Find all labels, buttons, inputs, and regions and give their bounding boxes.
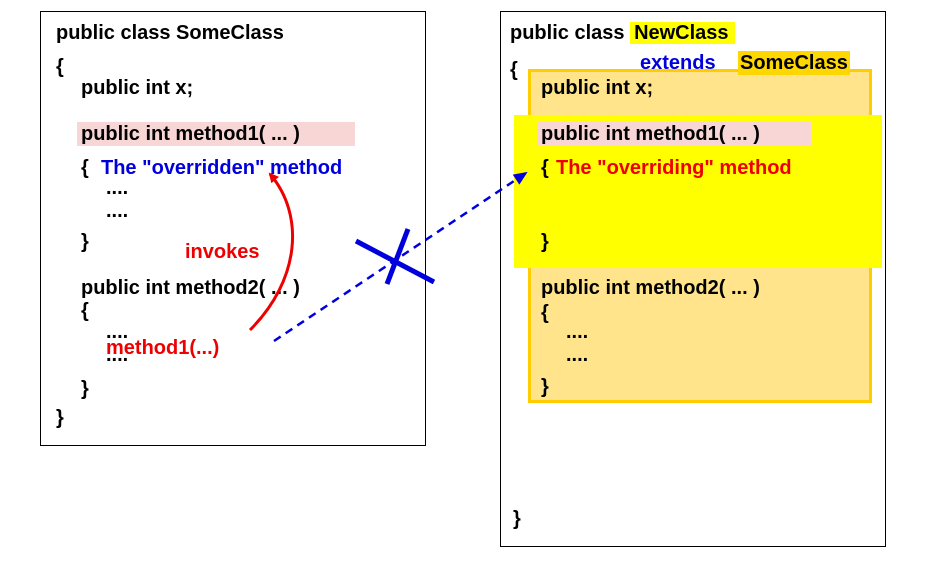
superclass-name: SomeClass <box>738 51 850 75</box>
someclass-method1-signature: public int method1( ... ) <box>77 122 355 146</box>
someclass-method1-dots-2: .... <box>106 200 129 222</box>
someclass-field-x: public int x; <box>81 77 194 99</box>
overridden-method-label: The "overridden" method <box>101 157 343 179</box>
invokes-arrow <box>248 172 295 332</box>
someclass-box <box>40 11 426 446</box>
newclass-method2-open-brace: { <box>541 302 549 324</box>
someclass-open-brace: { <box>56 56 64 78</box>
someclass-method2-close-brace: } <box>81 378 89 400</box>
newclass-declaration: public class NewClass <box>510 21 735 45</box>
someclass-method1-close-brace: } <box>81 231 89 253</box>
newclass-method1-close-brace: } <box>541 231 549 253</box>
newclass-method2-signature: public int method2( ... ) <box>541 277 760 299</box>
someclass-method2-dots-1: .... <box>106 321 129 343</box>
someclass-close-brace: } <box>56 407 64 429</box>
overriding-method-label: The "overriding" method <box>556 157 792 179</box>
someclass-declaration: public class SomeClass <box>56 22 284 44</box>
newclass-method2-close-brace: } <box>541 376 549 398</box>
newclass-field-x: public int x; <box>541 77 654 99</box>
newclass-close-brace: } <box>513 508 521 530</box>
extends-keyword: extends <box>640 52 716 74</box>
newclass-method1-open-brace: { <box>541 157 549 179</box>
cross-mark-stroke-2 <box>384 228 411 285</box>
method1-call: method1(...) <box>106 337 220 359</box>
invokes-label: invokes <box>185 241 260 263</box>
someclass-method2-open-brace: { <box>81 300 89 322</box>
newclass-open-brace: { <box>510 59 518 81</box>
dynamic-dispatch-arrow <box>273 171 528 343</box>
someclass-method1-dots-1: .... <box>106 177 129 199</box>
newclass-name: NewClass <box>630 22 735 44</box>
newclass-method2-dots-1: .... <box>566 321 589 343</box>
newclass-method2-dots-2: .... <box>566 344 589 366</box>
someclass-method1-open-brace: { <box>81 157 89 179</box>
someclass-method2-signature: public int method2( ... ) <box>81 277 300 299</box>
newclass-decl-prefix: public class <box>510 22 631 44</box>
someclass-method2-dots-2: .... <box>106 344 129 366</box>
newclass-method1-signature: public int method1( ... ) <box>537 122 811 146</box>
